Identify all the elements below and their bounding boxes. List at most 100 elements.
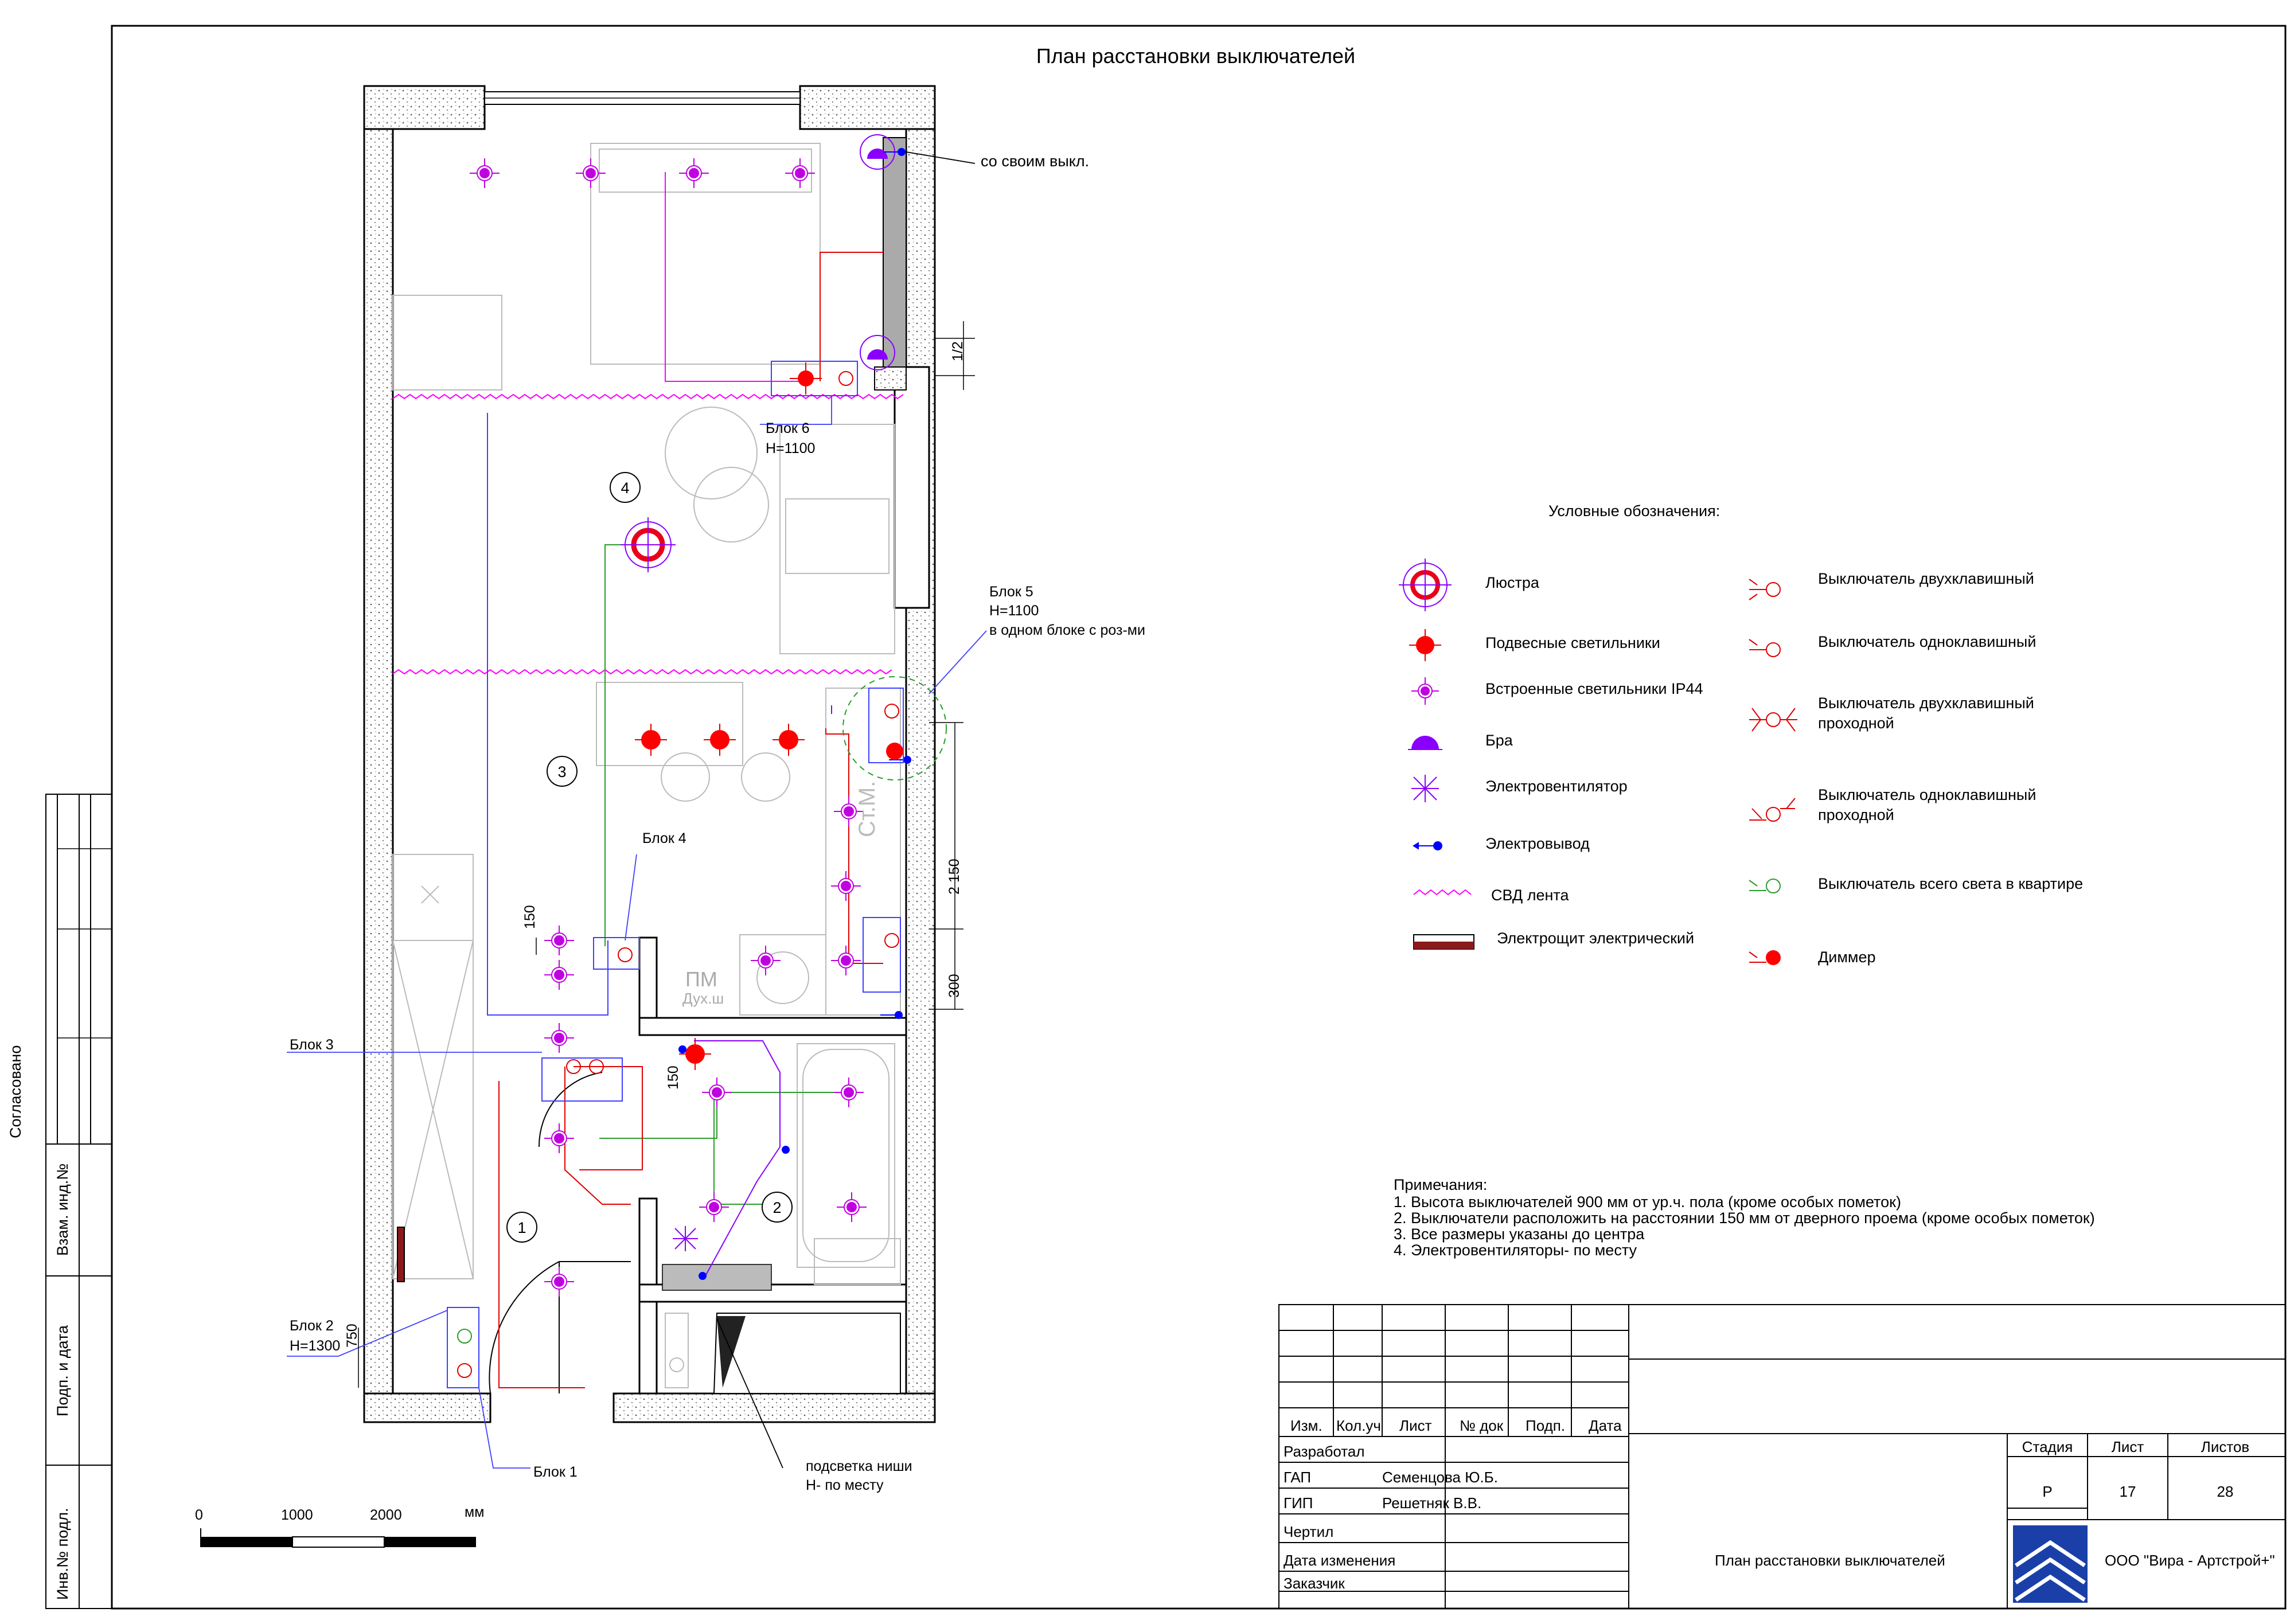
scale-label-1000: 1000: [281, 1507, 313, 1523]
role-developed: Разработал: [1283, 1443, 1365, 1460]
own-switch-note: со своим выкл.: [981, 153, 1089, 170]
company-logo: [2013, 1525, 2088, 1603]
switch-blocks: [447, 361, 904, 1388]
role-change-date: Дата изменения: [1283, 1552, 1395, 1569]
wall-bottom-left: [363, 1392, 491, 1423]
room-number-3: 3: [557, 763, 566, 780]
block-6-name: Блок 6: [766, 420, 810, 436]
floor-plan: 1 2 3 4 Ст.М. ПМ Дух.ш: [287, 85, 987, 1469]
sign-date-label: Подп. и дата: [54, 1325, 71, 1416]
side-stamp: Согласовано Взам. инд.№ Подп. и дата Инв…: [7, 794, 112, 1609]
dim-2150: 2 150: [946, 858, 962, 895]
panel-icon: [1413, 934, 1474, 950]
dim-150-b: 150: [665, 1065, 681, 1090]
doors: [489, 1072, 631, 1394]
pendant-light-icon: [1409, 629, 1441, 661]
sheet-frame: [111, 25, 2287, 1610]
inv-orig-label: Инв.№ подл.: [54, 1508, 71, 1600]
wall-bath-top: [638, 1017, 907, 1036]
plan-labels: со своим выкл. Блок 6 H=1100 Блок 5 H=11…: [290, 153, 1145, 1493]
legend-single-switch: Выключатель одноклавишный: [1818, 633, 2036, 650]
wall-top-right: [799, 85, 936, 130]
stage-value: Р: [2042, 1483, 2052, 1500]
legend: Условные обозначения: Л: [1399, 502, 2083, 966]
leaders: [287, 151, 987, 1469]
role-drafted: Чертил: [1283, 1523, 1333, 1540]
double-pass-switch-icon: [1749, 708, 1797, 732]
electrical-panel: [397, 1227, 405, 1282]
chandelier-icon: [1399, 559, 1452, 611]
fan-icon: [1411, 775, 1439, 802]
block-6-height: H=1100: [766, 440, 815, 456]
page-title: План расстановки выключателей: [1036, 44, 1355, 68]
legend-recessed: Встроенные светильники IP44: [1485, 680, 1703, 697]
sheet-label: Лист: [2112, 1438, 2144, 1455]
hdr-kol: Кол.уч: [1336, 1417, 1381, 1434]
legend-double-switch: Выключатель двухклавишный: [1818, 570, 2034, 587]
dim-750: 750: [344, 1324, 360, 1348]
hdr-sign: Подп.: [1526, 1417, 1565, 1434]
niche: [713, 1313, 901, 1394]
sconce-icon: [1408, 736, 1442, 750]
note-2: 2. Выключатели расположить на расстоянии…: [1394, 1209, 2095, 1227]
dim-1-2: 1/2: [950, 341, 966, 361]
legend-chandelier: Люстра: [1485, 574, 1540, 591]
recessed-light-icon: [1411, 677, 1439, 705]
led-strip-upper: [392, 393, 904, 400]
notes-title: Примечания:: [1394, 1176, 1487, 1193]
hdr-doc: № док: [1460, 1417, 1504, 1434]
dim-150-a: 150: [522, 905, 538, 929]
block-5-height: H=1100: [989, 603, 1039, 619]
room-number-2: 2: [773, 1199, 781, 1216]
agreed-label: Согласовано: [7, 1045, 24, 1138]
room-number-4: 4: [621, 479, 629, 497]
legend-fan: Электровентилятор: [1485, 778, 1628, 795]
double-switch-icon: [1749, 579, 1781, 600]
title-block-text: Изм. Кол.уч Лист № док Подп. Дата Разраб…: [1283, 1417, 2275, 1603]
single-switch-icon: [1749, 639, 1781, 657]
name-gap: Семенцова Ю.Б.: [1382, 1469, 1498, 1486]
legend-title: Условные обозначения:: [1548, 502, 1720, 520]
dim-300: 300: [946, 974, 962, 998]
sheet-value: 17: [2120, 1483, 2136, 1500]
role-gap: ГАП: [1283, 1469, 1311, 1486]
stage-label: Стадия: [2022, 1438, 2073, 1455]
sheets-label: Листов: [2201, 1438, 2249, 1455]
scale-label-0: 0: [195, 1507, 203, 1523]
sheet-title: План расстановки выключателей: [1715, 1552, 1945, 1569]
block-2-height: H=1300: [290, 1338, 340, 1354]
sheets-value: 28: [2217, 1483, 2234, 1500]
role-customer: Заказчик: [1283, 1575, 1345, 1592]
legend-led: СВД лента: [1491, 887, 1569, 904]
block-5-name: Блок 5: [989, 584, 1033, 600]
block-2-name: Блок 2: [290, 1318, 334, 1334]
dimensions: [358, 321, 975, 1388]
inv-replace-label: Взам. инд.№: [54, 1164, 71, 1256]
recessed-lights: [470, 158, 867, 1297]
chandelier-icon: [621, 517, 676, 572]
title-block: [1278, 1304, 2286, 1609]
hdr-izm: Изм.: [1290, 1417, 1322, 1434]
block-1-name: Блок 1: [533, 1464, 578, 1480]
legend-pendant: Подвесные светильники: [1485, 634, 1660, 651]
notes: Примечания: 1. Высота выключателей 900 м…: [1394, 1176, 2095, 1259]
wiring: [487, 172, 883, 1388]
pm-label: ПМ: [685, 967, 717, 991]
shower-label: Дух.ш: [682, 990, 724, 1007]
master-switch-icon: [1749, 879, 1781, 893]
wall-right: [905, 85, 936, 1423]
wall-bottom-right: [612, 1392, 936, 1423]
company-name: ООО "Вира - Артстрой+": [2105, 1552, 2275, 1569]
legend-master-switch: Выключатель всего света в квартире: [1818, 875, 2083, 892]
legend-double-pass-switch: Выключатель двухклавишный: [1818, 694, 2034, 712]
hdr-list: Лист: [1399, 1417, 1432, 1434]
dimmer-icon: [1749, 950, 1781, 965]
niche-note-1: подсветка ниши: [806, 1458, 912, 1474]
scale-bar: 0 1000 2000 мм: [195, 1504, 484, 1548]
wall-top-left: [363, 85, 486, 130]
led-strip-icon: [1413, 889, 1472, 896]
block-5-note: в одном блоке с роз-ми: [989, 622, 1145, 638]
room-markers: 1 2 3 4: [506, 472, 793, 1243]
sconces: [860, 134, 895, 370]
